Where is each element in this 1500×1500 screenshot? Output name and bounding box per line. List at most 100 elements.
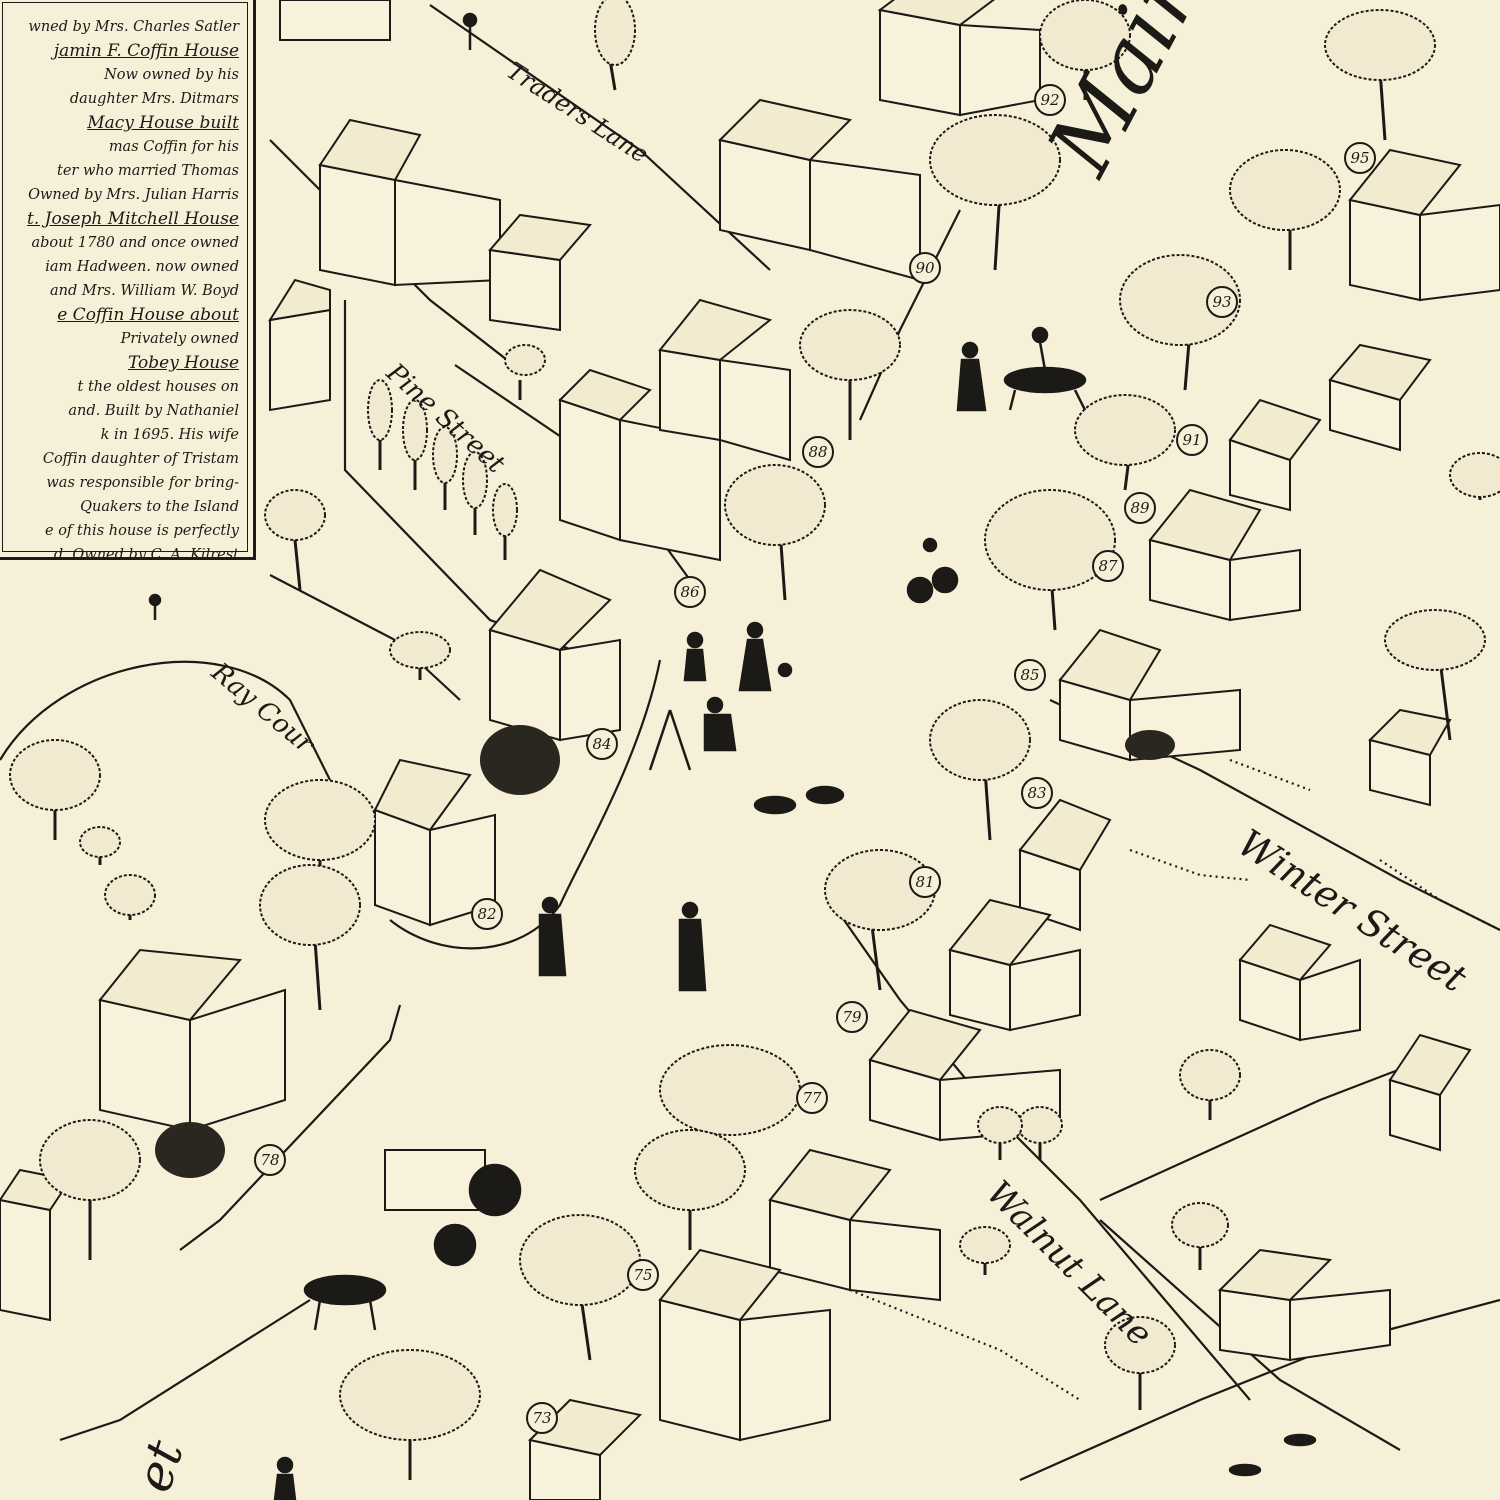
house-number-marker: 77 bbox=[796, 1082, 828, 1114]
hedges bbox=[155, 725, 1175, 1178]
tree bbox=[1104, 1316, 1176, 1410]
tree bbox=[1449, 452, 1500, 500]
cyclist bbox=[906, 537, 959, 604]
house-number-marker: 91 bbox=[1176, 424, 1208, 456]
house-number-ring bbox=[1034, 84, 1066, 116]
house-number-ring bbox=[1092, 550, 1124, 582]
legend-house-title: t. Joseph Mitchell House bbox=[27, 209, 239, 229]
house-number-label: 86 bbox=[680, 583, 700, 601]
legend-text-line: iam Hadween. now owned bbox=[45, 259, 239, 275]
tree bbox=[462, 451, 488, 535]
house-number-label: 83 bbox=[1027, 784, 1046, 802]
house-number-marker: 93 bbox=[1206, 286, 1238, 318]
tree bbox=[1119, 254, 1241, 391]
legend-house-title: e Coffin House about bbox=[57, 305, 239, 325]
tree bbox=[959, 1226, 1011, 1275]
house bbox=[267, 278, 331, 412]
house-number-ring bbox=[796, 1082, 828, 1114]
house bbox=[1388, 1033, 1472, 1152]
legend-text-line: Privately owned bbox=[120, 331, 239, 347]
trees bbox=[9, 0, 1500, 1480]
walking-woman bbox=[956, 341, 987, 412]
legend-text-line: wned by Mrs. Charles Satler bbox=[28, 19, 239, 35]
street-label-bottom: et bbox=[124, 1433, 195, 1499]
house bbox=[488, 568, 621, 742]
house-number-label: 84 bbox=[592, 735, 611, 753]
tree bbox=[929, 114, 1061, 271]
rider-on-horse bbox=[1003, 326, 1087, 411]
tree bbox=[39, 1119, 141, 1260]
small-figure bbox=[148, 593, 162, 620]
legend-text-line: t the oldest houses on bbox=[77, 379, 239, 395]
house-number-ring bbox=[254, 1144, 286, 1176]
house bbox=[768, 1148, 941, 1302]
house-number-marker: 73 bbox=[526, 1402, 558, 1434]
house-number-label: 79 bbox=[842, 1008, 862, 1026]
house bbox=[279, 0, 391, 41]
house-number-ring bbox=[1206, 286, 1238, 318]
house-number-marker: 78 bbox=[254, 1144, 286, 1176]
legend-text-line: and. Built by Nathaniel bbox=[68, 403, 239, 419]
tree bbox=[724, 464, 826, 601]
house-number-marker: 79 bbox=[836, 1001, 868, 1033]
tree bbox=[259, 864, 361, 1011]
tree bbox=[984, 489, 1116, 631]
tree bbox=[79, 826, 121, 865]
house-number-ring bbox=[471, 898, 503, 930]
man-walking bbox=[538, 896, 567, 977]
house-number-label: 89 bbox=[1130, 499, 1150, 517]
house-number-marker: 92 bbox=[1034, 84, 1066, 116]
tree bbox=[264, 489, 326, 591]
legend-house-title: Macy House built bbox=[87, 113, 239, 133]
tree bbox=[519, 1214, 641, 1361]
house-number-label: 75 bbox=[633, 1266, 652, 1284]
house bbox=[1368, 708, 1452, 807]
tree bbox=[1324, 9, 1436, 141]
painter-with-easel bbox=[648, 696, 737, 771]
tree bbox=[929, 699, 1031, 841]
hedge bbox=[1125, 730, 1175, 760]
legend-text-line: Quakers to the Island bbox=[80, 499, 239, 515]
tree bbox=[492, 483, 518, 560]
house bbox=[1348, 148, 1500, 302]
tree bbox=[977, 1106, 1023, 1160]
legend-text-line: k in 1695. His wife bbox=[100, 427, 239, 443]
legend-text-line: mas Coffin for his bbox=[108, 139, 239, 155]
legend-text-line: ter who married Thomas bbox=[57, 163, 239, 179]
house-number-marker: 87 bbox=[1092, 550, 1124, 582]
house-number-ring bbox=[909, 866, 941, 898]
house-number-marker: 83 bbox=[1021, 777, 1053, 809]
tree bbox=[634, 1129, 746, 1250]
small-figure bbox=[462, 12, 478, 50]
house bbox=[0, 1168, 72, 1322]
house-number-marker: 86 bbox=[674, 576, 706, 608]
house-number-marker: 82 bbox=[471, 898, 503, 930]
house bbox=[1148, 488, 1301, 622]
house-number-ring bbox=[1176, 424, 1208, 456]
house-number-marker: 84 bbox=[586, 728, 618, 760]
fences bbox=[849, 758, 1500, 1401]
hedge bbox=[155, 1122, 225, 1178]
house-number-marker: 95 bbox=[1344, 142, 1376, 174]
house-number-label: 87 bbox=[1098, 557, 1118, 575]
house bbox=[1018, 798, 1112, 932]
tree bbox=[389, 631, 451, 680]
house-number-ring bbox=[1124, 492, 1156, 524]
tree bbox=[1179, 1049, 1241, 1120]
horse-and-buggy bbox=[303, 1149, 522, 1331]
tree bbox=[402, 399, 428, 490]
person-bottom bbox=[273, 1456, 297, 1500]
tree bbox=[432, 426, 458, 510]
dogs bbox=[1228, 1433, 1317, 1477]
house-number-ring bbox=[836, 1001, 868, 1033]
hedge bbox=[480, 725, 560, 795]
street-label-ray: Ray Cour bbox=[205, 657, 321, 761]
house-number-ring bbox=[1344, 142, 1376, 174]
legend-text-line: Now owned by his bbox=[104, 67, 239, 83]
legend-text-line: and Mrs. William W. Boyd bbox=[50, 283, 239, 299]
